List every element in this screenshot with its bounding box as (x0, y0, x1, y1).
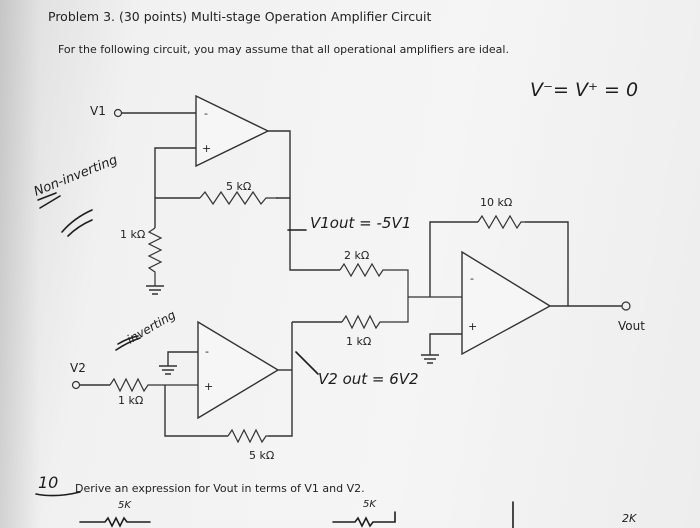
r-1k-bottom-label: 1 kΩ (118, 394, 143, 407)
hand-scribble-1 (37, 192, 61, 209)
resistor-1k-bottom (109, 377, 198, 393)
resistor-1k-mid (341, 297, 409, 330)
r-5k-top-label: 5 kΩ (226, 180, 251, 193)
v2-terminal (71, 380, 81, 390)
hand-score: 10 (38, 473, 58, 492)
r-1k-left-label: 1 kΩ (120, 228, 145, 241)
photo-shadow (0, 0, 40, 528)
ground-1 (146, 285, 164, 295)
vout-terminal (621, 301, 631, 311)
hand-scribble-2 (61, 209, 93, 237)
hand-scribble-3 (115, 335, 141, 351)
problem-title: Problem 3. (30 points) Multi-stage Opera… (48, 9, 432, 24)
opamp-1 (195, 94, 270, 168)
resistor-1k-left (147, 227, 163, 286)
v1-terminal (113, 108, 123, 118)
hand-resistor-left (79, 516, 151, 528)
opamp2-plus: + (204, 380, 213, 393)
hand-v2out-arrow (295, 351, 319, 375)
hand-v1-out: V1out = -5V1 (310, 214, 411, 232)
opamp1-output-wire (289, 198, 340, 271)
opamp2-output-wire (291, 321, 342, 370)
r-10k-label: 10 kΩ (480, 196, 512, 209)
hand-virtual-ground: V⁻= V⁺ = 0 (530, 79, 638, 101)
resistor-10k (477, 214, 525, 230)
v2-label: V2 (70, 361, 86, 375)
v1-label: V1 (90, 104, 106, 118)
opamp1-minus: - (204, 107, 208, 120)
opamp3-plus-ground (421, 333, 462, 364)
hand-resistor-right (332, 511, 396, 528)
opamp3-plus: + (468, 320, 477, 333)
r-5k-bottom-label: 5 kΩ (249, 449, 274, 462)
opamp2-minus-ground (159, 351, 198, 375)
opamp1-feedback-wires (154, 130, 291, 228)
opamp-2 (197, 320, 280, 420)
hand-non-inverting: Non-inverting (32, 153, 120, 200)
opamp2-feedback-wires (164, 370, 293, 437)
resistor-2k (339, 262, 462, 298)
hand-v2-out: V2 out = 6V2 (318, 370, 419, 388)
resistor-5k-top (199, 190, 278, 206)
opamp3-minus: - (470, 272, 474, 285)
problem-instruction: For the following circuit, you may assum… (58, 43, 509, 56)
vout-label: Vout (618, 319, 645, 333)
hand-sk-right: 5K (363, 499, 377, 510)
question-text: Derive an expression for Vout in terms o… (75, 482, 365, 495)
r-1k-mid-label: 1 kΩ (346, 335, 371, 348)
opamp2-minus: - (205, 345, 209, 358)
r-2k-label: 2 kΩ (344, 249, 369, 262)
hand-sk-left: 5K (118, 500, 132, 511)
resistor-5k-bottom (227, 428, 268, 444)
opamp-3 (461, 250, 552, 356)
hand-score-underline (35, 491, 81, 497)
opamp1-plus: + (202, 142, 211, 155)
hand-2k: 2K (622, 512, 637, 525)
opamp3-feedback-wires (429, 221, 569, 306)
